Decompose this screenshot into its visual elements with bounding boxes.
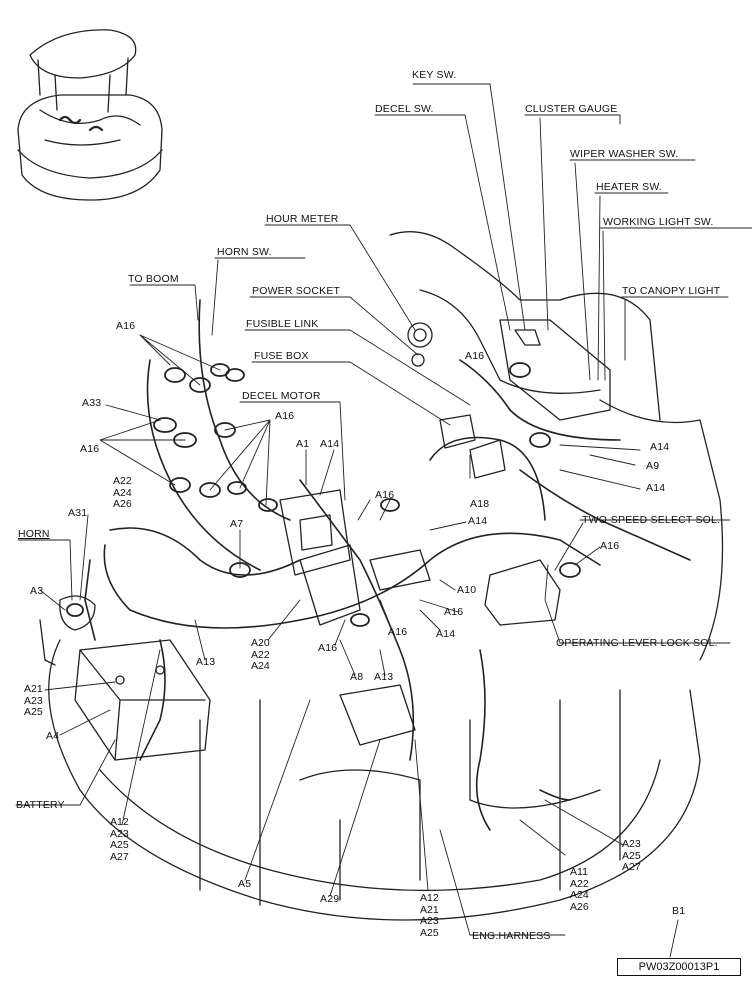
main-harness-routing (84, 299, 691, 831)
machine-inset-sketch (17, 29, 163, 201)
stack-entry: A26 (570, 900, 589, 913)
label-fuse-box: FUSE BOX (254, 350, 309, 362)
stack-entry: A11 (570, 866, 588, 878)
stack-entry: A23 (420, 915, 439, 927)
stack-entry: A22 (570, 877, 589, 890)
label-two-speed-select-sol: TWO-SPEED SELECT SOL. (582, 514, 721, 526)
stack-entry: A24 (113, 486, 132, 499)
stack-entry: A25 (622, 849, 641, 862)
stack-entry: A22 (113, 475, 132, 487)
clamp-label-a14: A14 (320, 438, 340, 450)
label-horn-sw: HORN SW. (217, 246, 272, 258)
decel-motor-sketch (279, 489, 351, 576)
clamp-rings (66, 362, 581, 627)
clamp-stack-a21-a23-a25: A21 A23 A25 (24, 683, 43, 719)
clamp-label-a16: A16 (80, 443, 100, 455)
clamp-label-a7: A7 (230, 518, 244, 530)
clamp-stack-a12-a23-a25-a27: A12 A23 A25 A27 (110, 816, 129, 863)
clamp-stack-a22-a24-a26: A22 A24 A26 (113, 475, 132, 511)
label-hour-meter: HOUR METER (266, 213, 339, 225)
label-working-light-sw: WORKING LIGHT SW. (603, 216, 714, 228)
stack-entry: A26 (113, 498, 132, 510)
view-reference: B1 (672, 905, 686, 917)
label-to-canopy-light: TO CANOPY LIGHT (622, 285, 721, 297)
clamp-label-a16: A16 (275, 410, 295, 422)
stack-entry: A27 (622, 861, 641, 873)
stack-entry: A25 (420, 926, 439, 939)
clamp-label-a14: A14 (650, 441, 670, 453)
stack-entry: A12 (110, 816, 129, 828)
clamp-label-a5: A5 (238, 878, 252, 890)
clamp-label-a16: A16 (388, 626, 408, 638)
stack-entry: A21 (420, 903, 439, 916)
clamp-label-a16: A16 (444, 606, 464, 618)
stack-entry: A23 (110, 827, 129, 840)
clamp-stack-a20-a22-a24: A20 A22 A24 (251, 637, 270, 673)
clamp-label-a16: A16 (600, 540, 620, 552)
label-key-sw: KEY SW. (412, 69, 457, 81)
battery-sketch (74, 639, 211, 761)
clamp-label-a1: A1 (296, 438, 310, 450)
clamp-label-a33: A33 (82, 397, 102, 409)
label-decel-sw: DECEL SW. (375, 103, 434, 115)
stack-entry: A25 (24, 706, 43, 718)
clamp-label-a29: A29 (320, 893, 340, 905)
clamp-label-a13: A13 (196, 656, 216, 668)
clamp-label-a14: A14 (646, 482, 666, 494)
clamp-label-a31: A31 (68, 507, 88, 519)
drawing-code-box: PW03Z00013P1 (617, 958, 741, 976)
label-cluster-gauge: CLUSTER GAUGE (525, 103, 618, 115)
label-wiper-washer-sw: WIPER WASHER SW. (570, 148, 679, 160)
stack-entry: A24 (570, 889, 589, 901)
clamp-stack-a23-a25-a27: A23 A25 A27 (622, 838, 641, 874)
label-power-socket: POWER SOCKET (252, 285, 341, 297)
stack-entry: A20 (251, 637, 270, 649)
leader-lines (15, 83, 752, 958)
stack-entry: A24 (251, 660, 270, 672)
label-decel-motor: DECEL MOTOR (242, 390, 321, 402)
stack-entry: A22 (251, 648, 270, 661)
operator-console-outline (389, 231, 724, 661)
label-eng-harness: ENG.HARNESS (472, 930, 551, 942)
clamp-label-a8: A8 (350, 671, 364, 683)
stack-entry: A23 (622, 838, 641, 850)
clamp-label-a13: A13 (374, 671, 394, 683)
solenoid-block-sketch (299, 544, 561, 746)
stack-entry: A25 (110, 839, 129, 851)
stack-entry: A21 (24, 683, 43, 695)
label-fusible-link: FUSIBLE LINK (246, 318, 319, 330)
clamp-stack-a12-a21-a23-a25: A12 A21 A23 A25 (420, 892, 439, 939)
clamp-label-a16: A16 (375, 489, 395, 501)
label-to-boom: TO BOOM (128, 273, 179, 285)
label-horn: HORN (18, 528, 50, 540)
clamp-label-a16: A16 (116, 320, 136, 332)
clamp-stack-a11-a22-a24-a26: A11 A22 A24 A26 (570, 866, 589, 913)
stack-entry: A27 (110, 850, 129, 863)
stack-entry: A12 (420, 892, 439, 904)
clamp-label-a3: A3 (30, 585, 44, 597)
clamp-label-a16: A16 (318, 642, 338, 654)
fuse-box-sketch (439, 414, 506, 479)
clamp-label-a10: A10 (457, 584, 477, 596)
clamp-label-a9: A9 (646, 460, 660, 472)
machine-platform-outline (48, 639, 701, 921)
clamp-label-a14: A14 (436, 628, 456, 640)
label-heater-sw: HEATER SW. (596, 181, 662, 193)
clamp-label-a18: A18 (470, 498, 490, 510)
label-battery: BATTERY (16, 799, 65, 811)
clamp-label-a14: A14 (468, 515, 488, 527)
hour-meter-sketch (407, 322, 433, 367)
clamp-label-a16: A16 (465, 350, 485, 362)
horn-sketch (39, 595, 96, 666)
stack-entry: A23 (24, 694, 43, 707)
clamp-label-a4: A4 (46, 730, 60, 742)
label-operating-lever-lock-sol: OPERATING LEVER LOCK SOL. (556, 637, 718, 649)
